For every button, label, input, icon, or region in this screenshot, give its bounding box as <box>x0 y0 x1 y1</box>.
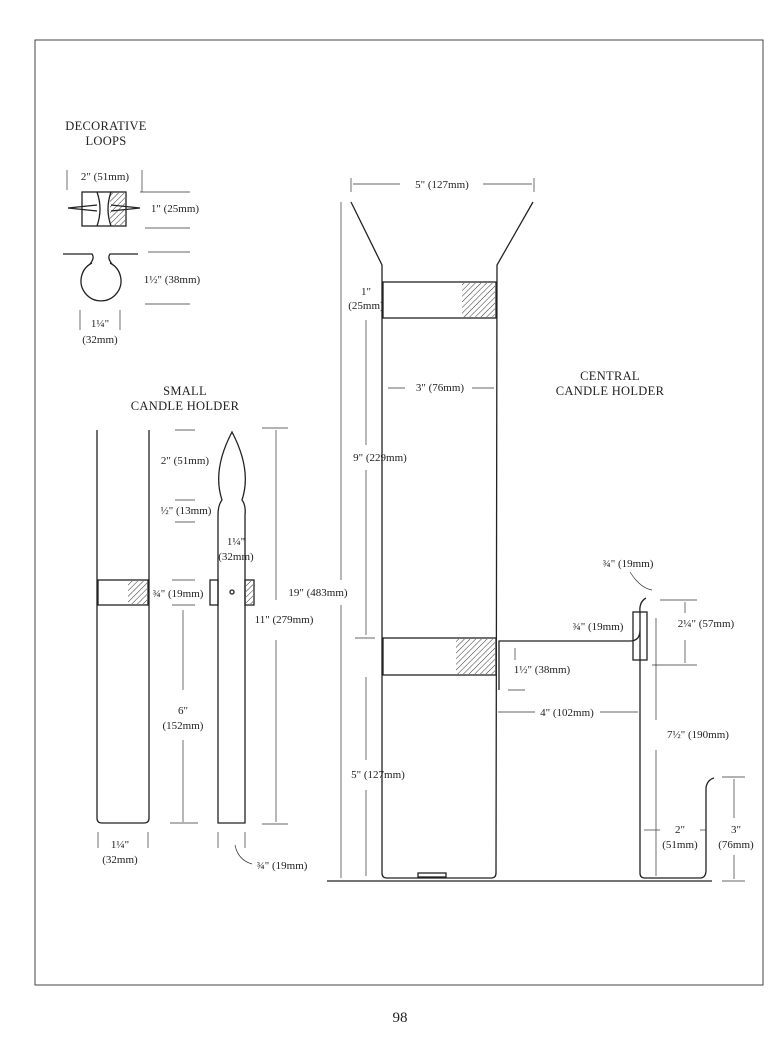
small-base-width-mm: (32mm) <box>102 854 138 866</box>
small-spike-width-in: 1¼" <box>227 536 245 548</box>
central-holder-title-2: CANDLE HOLDER <box>556 384 665 398</box>
page-border <box>34 39 764 986</box>
small-tip-height-label: 2" (51mm) <box>161 455 210 467</box>
small-neck-height-label: ½" (13mm) <box>161 505 212 517</box>
small-lower-height-mm: (152mm) <box>163 720 204 732</box>
loop-ring-width-mm: (32mm) <box>82 334 118 346</box>
central-tab-height-label: 2¼" (57mm) <box>678 618 735 630</box>
central-foot-height-in: 3" <box>731 824 741 836</box>
central-hook-tip-label: ¾" (19mm) <box>603 558 654 570</box>
central-foot-height-mm: (76mm) <box>718 839 754 851</box>
central-side-height-label: 7½" (190mm) <box>667 729 729 741</box>
small-candle-holder-figure: SMALL CANDLE HOLDER 2" (51mm) ½" (13mm) … <box>96 384 314 872</box>
small-holder-title-2: CANDLE HOLDER <box>131 399 240 413</box>
small-holder-title-1: SMALL <box>163 384 207 398</box>
decorative-loops-title-1: DECORATIVE <box>65 119 147 133</box>
central-arm-length-label: 4" (102mm) <box>540 707 594 719</box>
small-strip-width-label: ¾" (19mm) <box>257 860 308 872</box>
central-lower-height-label: 5" (127mm) <box>351 769 405 781</box>
loop-width-label: 2" (51mm) <box>81 171 130 183</box>
small-base-width-in: 1¼" <box>111 839 129 851</box>
decorative-loops-title-2: LOOPS <box>85 134 126 148</box>
central-foot-width-mm: (51mm) <box>662 839 698 851</box>
central-top-width-label: 5" (127mm) <box>415 179 469 191</box>
central-foot-width-in: 2" <box>675 824 685 836</box>
small-lower-height-in: 6" <box>178 705 188 717</box>
small-spike-width-mm: (32mm) <box>218 551 254 563</box>
central-total-height-label: 19" (483mm) <box>288 587 348 599</box>
central-tab-width-label: ¾" (19mm) <box>573 621 624 633</box>
page-number: 98 <box>393 1010 408 1026</box>
small-total-height-label: 11" (279mm) <box>255 614 314 626</box>
loop-ring-height-label: 1½" (38mm) <box>144 274 201 286</box>
small-collar-height-label: ¾" (19mm) <box>153 588 204 600</box>
central-collar-height-mm: (25mm) <box>348 300 384 312</box>
central-inner-width-label: 3" (76mm) <box>416 382 465 394</box>
central-collar-height-in: 1" <box>361 286 371 298</box>
loop-height-label: 1" (25mm) <box>151 203 200 215</box>
central-arm-drop-label: 1½" (38mm) <box>514 664 571 676</box>
central-candle-holder-figure: CENTRAL CANDLE HOLDER 5" (127mm) 1" (25m… <box>288 178 754 882</box>
loop-ring-width-in: 1¼" <box>91 318 109 330</box>
central-holder-title-1: CENTRAL <box>580 369 640 383</box>
decorative-loops-figure: DECORATIVE LOOPS 2" (51mm) 1" (25mm) 1½"… <box>63 119 201 346</box>
central-upper-height-label: 9" (229mm) <box>353 452 407 464</box>
